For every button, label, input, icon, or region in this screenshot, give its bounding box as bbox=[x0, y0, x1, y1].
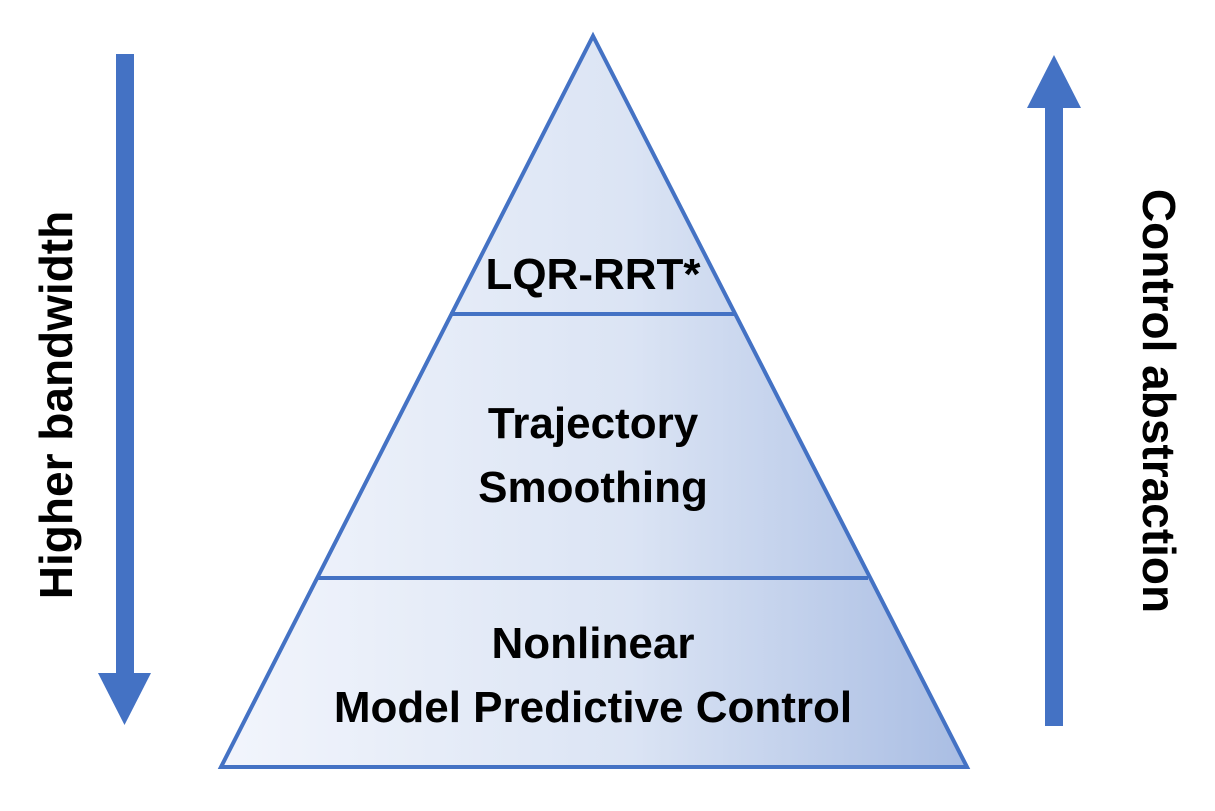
left-arrow-shaft bbox=[116, 54, 134, 676]
tier-bottom-line-1: Nonlinear bbox=[492, 619, 695, 668]
tier-top-label: LQR-RRT* bbox=[485, 250, 701, 299]
right-arrow-shaft bbox=[1045, 106, 1063, 726]
right-arrow-up bbox=[1027, 55, 1081, 726]
pyramid: LQR-RRT* Trajectory Smoothing Nonlinear … bbox=[217, 31, 971, 769]
pyramid-shape bbox=[217, 31, 971, 769]
right-arrow-head bbox=[1027, 55, 1081, 108]
tier-middle-line-1: Trajectory bbox=[488, 399, 699, 448]
tier-middle-line-2: Smoothing bbox=[478, 463, 708, 512]
tier-bottom-line-2: Model Predictive Control bbox=[334, 683, 852, 732]
right-axis-label: Control abstraction bbox=[1133, 189, 1185, 613]
left-axis-label: Higher bandwidth bbox=[30, 211, 82, 599]
left-arrow-head bbox=[98, 673, 151, 725]
left-arrow-down bbox=[98, 54, 151, 725]
